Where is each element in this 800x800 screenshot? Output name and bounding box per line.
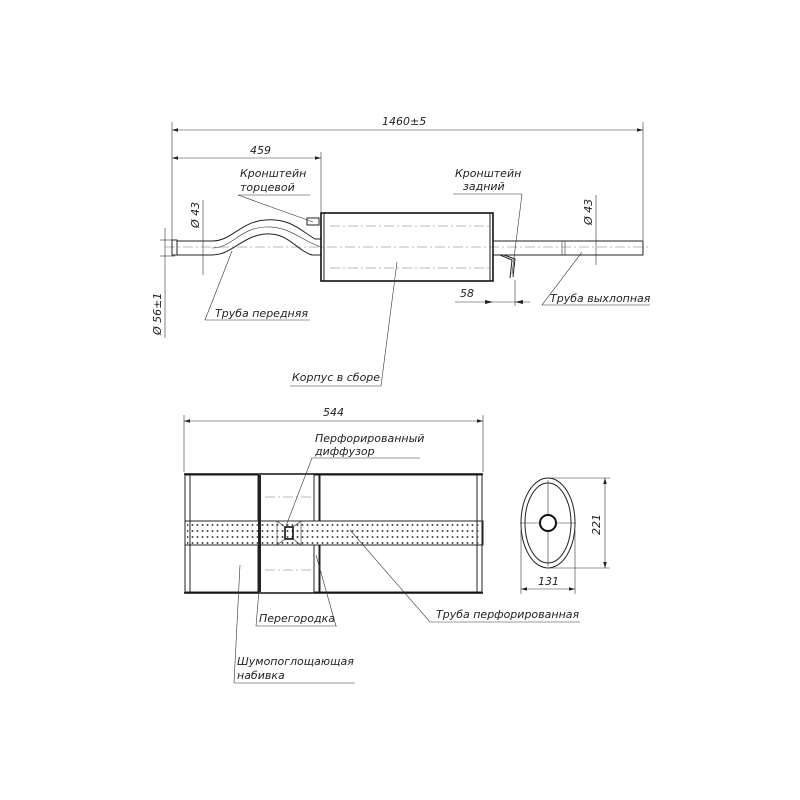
partition-label: Перегородка (259, 612, 335, 625)
outlet-hole (539, 514, 557, 532)
top-view: 1460±5 459 Ø 43 (151, 115, 651, 387)
packing-label-2: набивка (237, 669, 285, 682)
front-pipe-label: Труба передняя (215, 307, 308, 320)
flange-diameter-label: Ø 56±1 (151, 293, 164, 336)
end-view: 221 131 (520, 477, 610, 594)
perforated-tube (184, 520, 484, 546)
packing-left-top (189, 474, 259, 522)
diffuser-label-1: Перфорированный (315, 432, 424, 445)
section-length-label: 544 (323, 406, 344, 419)
end-height-label: 221 (590, 514, 603, 535)
packing-left-bottom (189, 544, 259, 593)
outlet-diameter-label: Ø 43 (582, 199, 595, 226)
end-bracket-label-1: Кронштейн (240, 167, 306, 180)
rear-bracket (499, 254, 516, 279)
section-view: 544 Перфорированный диффузор Перегородк (183, 406, 580, 684)
rear-bracket-label-1: Кронштейн (455, 167, 521, 180)
front-pipe (171, 217, 322, 256)
end-bracket (306, 217, 320, 226)
end-width-label: 131 (538, 575, 559, 588)
exhaust-pipe (492, 240, 644, 279)
packing-right-bottom (319, 544, 478, 593)
perforated-pipe-label: Труба перфорированная (436, 608, 580, 621)
partition-right-top (313, 474, 320, 522)
perforated-diffuser (276, 520, 302, 546)
bracket-offset-label: 58 (460, 287, 474, 300)
packing-label-1: Шумопоглощающая (237, 655, 354, 668)
partition-right-bottom (313, 544, 320, 593)
rear-bracket-label-2: задний (463, 180, 505, 193)
diffuser-label-2: диффузор (314, 445, 375, 458)
front-length-label: 459 (250, 144, 271, 157)
inlet-diameter-label: Ø 43 (189, 202, 202, 229)
body-label: Корпус в сборе (292, 371, 380, 384)
overall-length-label: 1460±5 (382, 115, 426, 128)
packing-right-top (319, 474, 478, 522)
exhaust-pipe-label: Труба выхлопная (550, 292, 651, 305)
end-bracket-label-2: торцевой (240, 181, 295, 194)
